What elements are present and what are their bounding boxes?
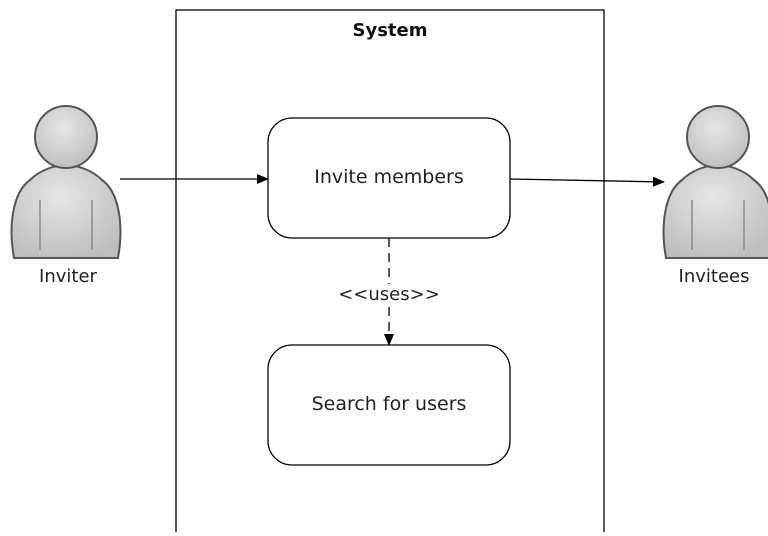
use-case-label-search-for-users: Search for users: [311, 393, 467, 415]
inviter-actor-icon: [10, 105, 122, 259]
uses-stereotype-label: <<uses>>: [318, 284, 460, 305]
invitees-actor-icon: [662, 105, 768, 259]
use-case-label-invite-members: Invite members: [314, 166, 464, 188]
actor-label-inviter: Inviter: [39, 266, 97, 287]
association-invite-invitees: [509, 176, 665, 187]
actor-label-invitees: Invitees: [678, 266, 750, 287]
system-title: System: [352, 20, 428, 41]
